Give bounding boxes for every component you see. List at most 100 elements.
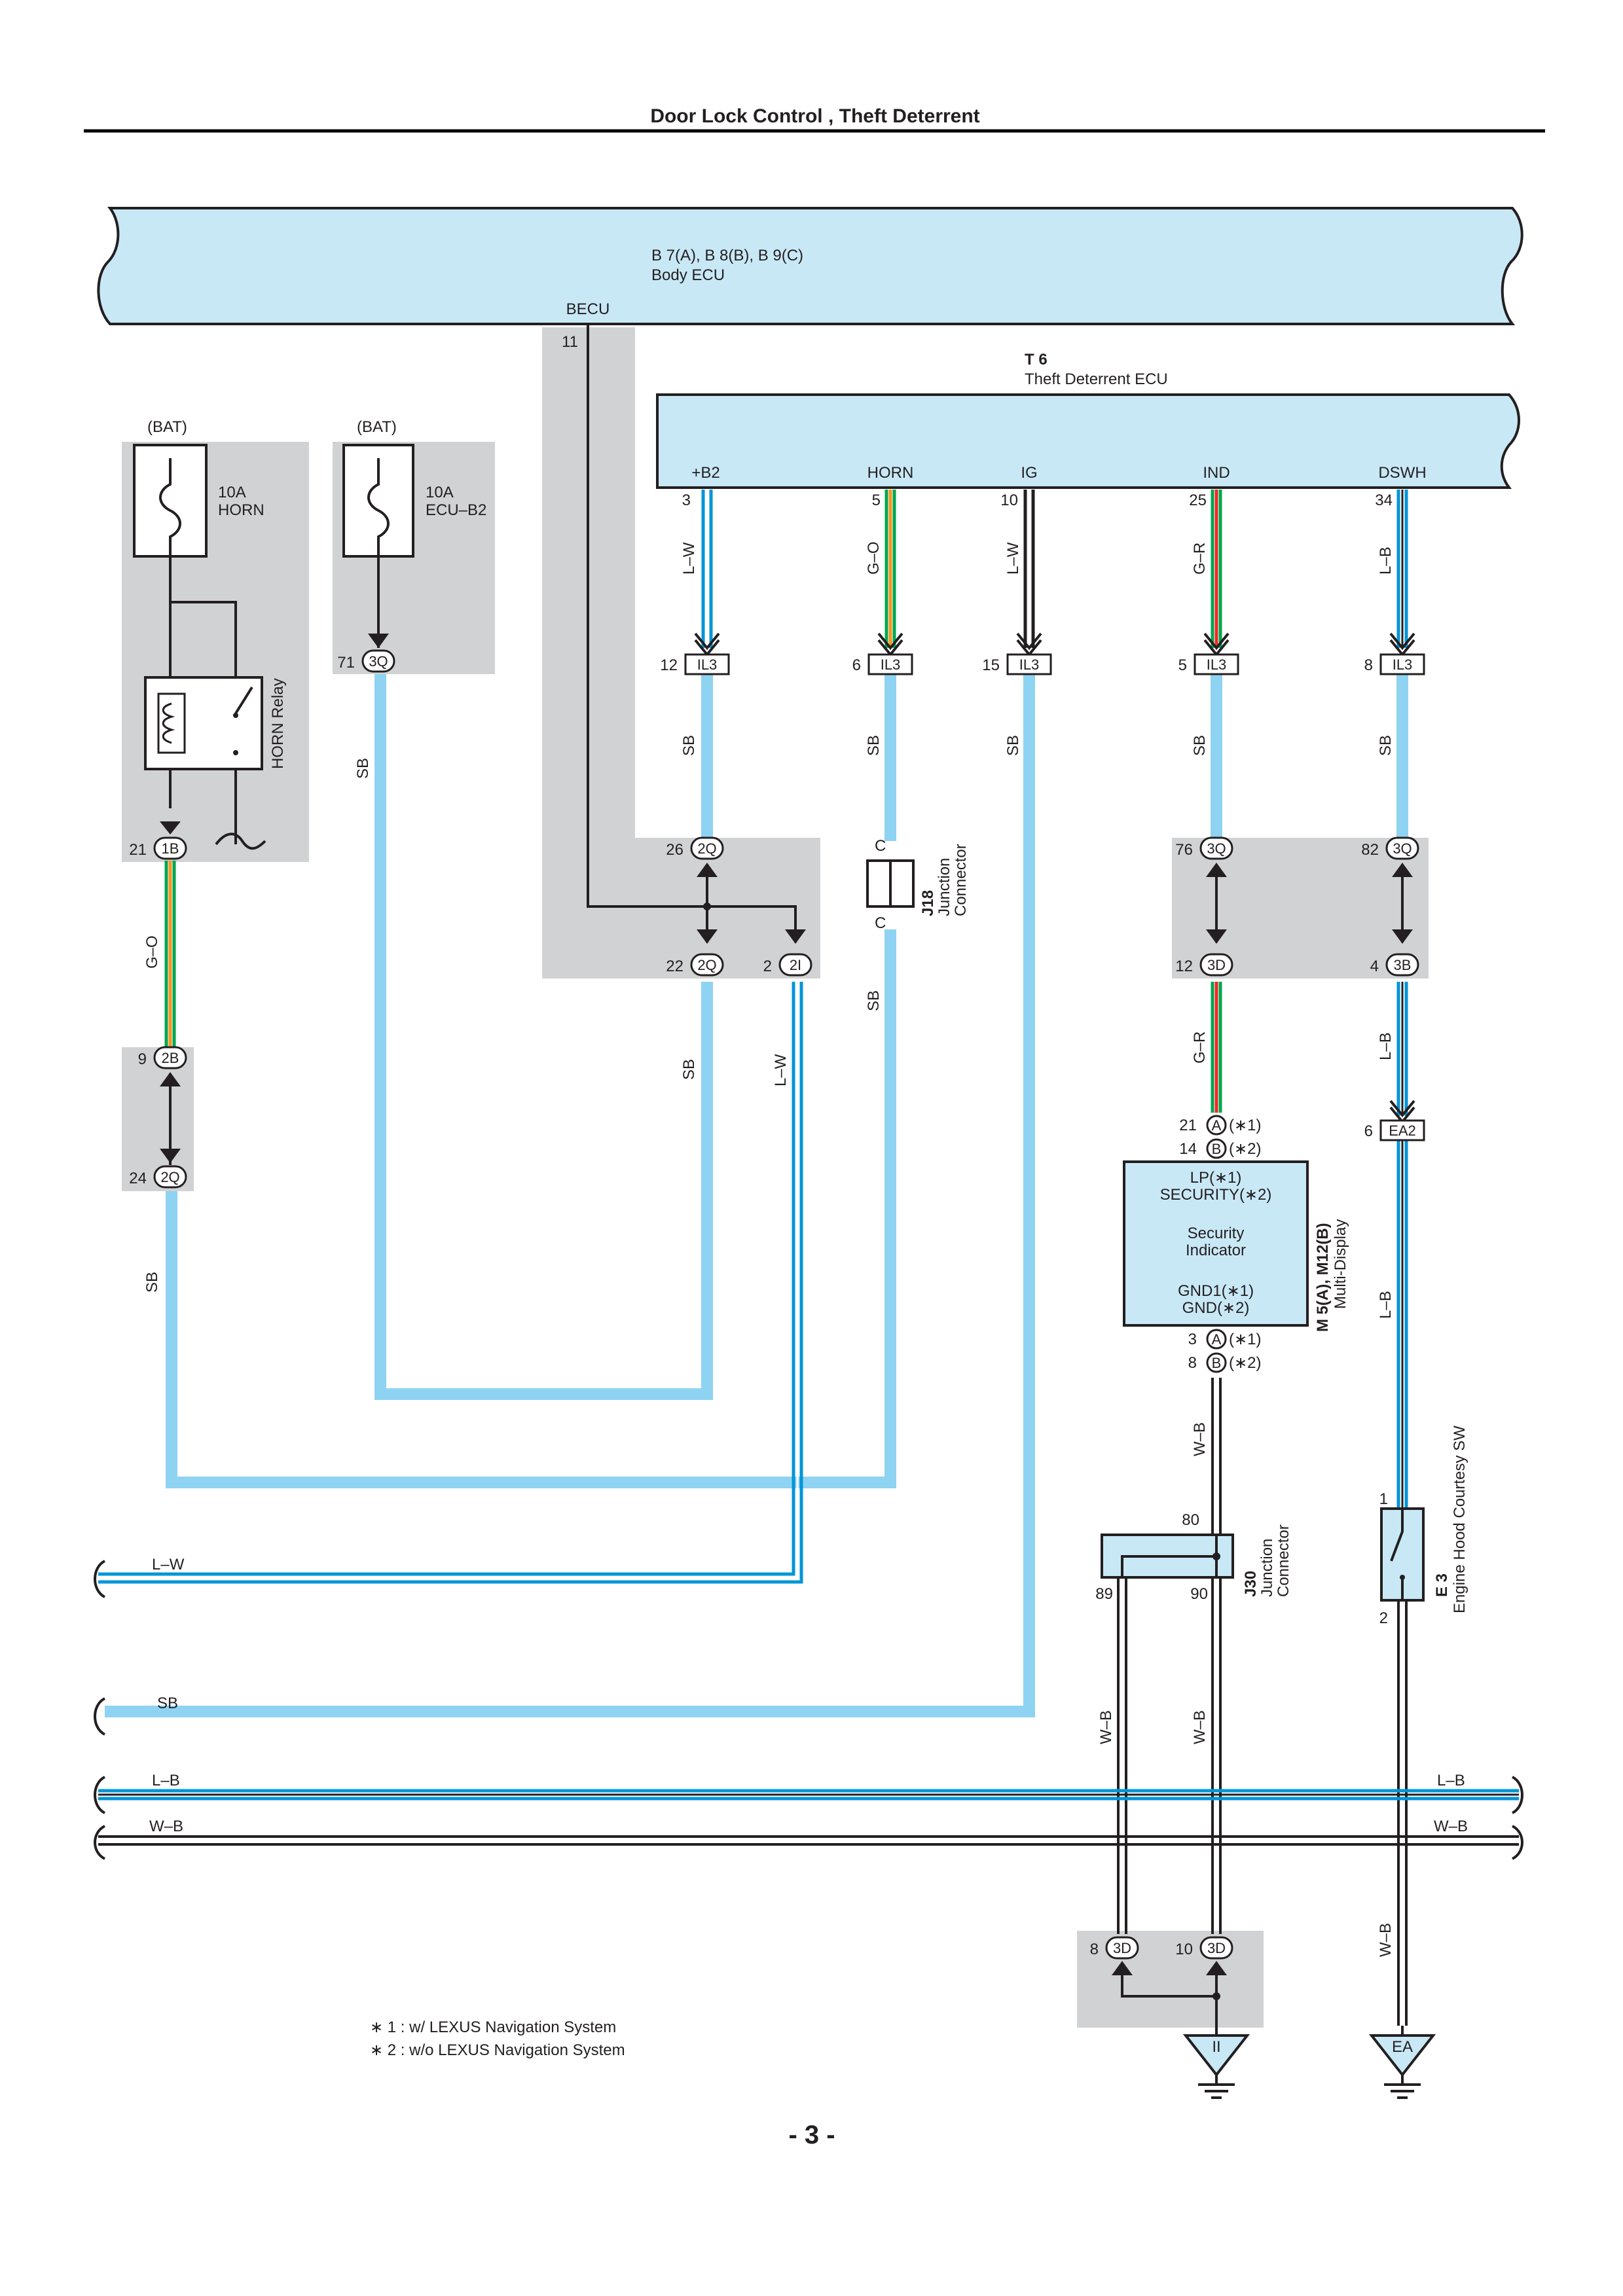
terminal-ig-label: IG (1021, 464, 1037, 482)
svg-text:SB: SB (1004, 735, 1022, 756)
svg-text:2B: 2B (162, 1050, 179, 1066)
bat-label-2: (BAT) (357, 418, 397, 436)
fuse-horn-rating: 10A (218, 484, 246, 501)
svg-text:L–W: L–W (1004, 542, 1022, 575)
svg-text:90: 90 (1190, 1585, 1208, 1603)
svg-text:8: 8 (1188, 1354, 1197, 1372)
svg-text:G–R: G–R (1191, 1031, 1209, 1064)
svg-text:SB: SB (1191, 735, 1209, 756)
body-ecu-name: Body ECU (651, 266, 725, 284)
svg-text:Junction: Junction (936, 858, 953, 916)
svg-text:3B: 3B (1394, 957, 1412, 973)
wires (98, 324, 1519, 2036)
horn-relay: HORN Relay (144, 676, 287, 850)
fuse-ecu-b2-rating: 10A (426, 484, 454, 501)
wire-lb-dswh (1396, 490, 1408, 648)
j18-junction-connector: C C J18 Junction Connector (866, 837, 970, 932)
svg-text:L–B: L–B (152, 1772, 180, 1789)
svg-text:L–W: L–W (680, 542, 698, 575)
svg-text:SB: SB (865, 990, 883, 1011)
svg-text:5: 5 (1178, 656, 1187, 674)
conn-6-ea2: EA2 6 (1364, 1100, 1425, 1141)
svg-text:L–B: L–B (1377, 1291, 1395, 1319)
svg-text:SB: SB (865, 735, 883, 756)
svg-text:15: 15 (982, 656, 1000, 674)
svg-text:SB: SB (680, 1059, 698, 1080)
wire-go-horn (884, 490, 896, 648)
svg-text:10: 10 (1000, 492, 1018, 509)
fuse-horn-name: HORN (218, 501, 264, 519)
pill-connectors: 3Q 71 1B 21 2B 9 2Q 24 2Q 26 (129, 634, 1425, 2000)
note-2: ∗ 2 : w/o LEXUS Navigation System (370, 2041, 625, 2059)
svg-text:L–B: L–B (1437, 1772, 1465, 1789)
svg-text:21: 21 (129, 841, 147, 859)
svg-text:10: 10 (1175, 1941, 1193, 1958)
svg-text:2Q: 2Q (697, 840, 716, 857)
svg-text:1: 1 (1379, 1490, 1388, 1508)
fuse-ecu-b2: (BAT) 10A ECU–B2 (342, 418, 486, 558)
wire-labels: L–W G–O L–W G–R L–B SB SB SB SB SB SB G–… (143, 541, 1468, 1957)
il3-horn: IL3 6 5 (852, 492, 913, 675)
conn-21-1b: 1B 21 (129, 821, 187, 860)
svg-text:L–W: L–W (772, 1054, 790, 1086)
svg-text:SECURITY(∗2): SECURITY(∗2) (1160, 1186, 1272, 1204)
engine-hood-switch: 1 2 E 3 Engine Hood Courtesy SW (1379, 1426, 1468, 1627)
terminal-b2-label: +B2 (691, 464, 720, 482)
note-1: ∗ 1 : w/ LEXUS Navigation System (370, 2018, 616, 2036)
svg-text:SB: SB (680, 735, 698, 756)
svg-text:3D: 3D (1207, 1940, 1226, 1956)
il3-dswh: IL3 8 34 (1364, 492, 1425, 675)
svg-text:2: 2 (763, 958, 772, 975)
conn-2-2i: 2I 2 (763, 929, 812, 977)
bus-wb (98, 1835, 1519, 1846)
svg-text:4: 4 (1370, 958, 1379, 975)
svg-text:3: 3 (1188, 1331, 1197, 1348)
wire-lb-hood (1396, 982, 1408, 1509)
svg-text:26: 26 (666, 841, 684, 859)
horn-relay-label: HORN Relay (269, 678, 287, 769)
multi-display: 21 A (∗1) 14 B (∗2) LP(∗1) SECURITY(∗2) … (1123, 1115, 1349, 1373)
terminal-horn-label: HORN (867, 464, 914, 482)
svg-text:M 5(A), M12(B): M 5(A), M12(B) (1314, 1223, 1332, 1332)
svg-text:W–B: W–B (1191, 1710, 1209, 1744)
svg-text:Multi-Display: Multi-Display (1332, 1219, 1349, 1309)
body-ecu-code: B 7(A), B 8(B), B 9(C) (651, 247, 803, 264)
svg-text:E 3: E 3 (1433, 1573, 1451, 1597)
conn-22-2q: 2Q 22 (666, 953, 724, 977)
svg-text:71: 71 (337, 654, 355, 672)
theft-ecu-name: Theft Deterrent ECU (1025, 370, 1168, 388)
svg-text:24: 24 (129, 1170, 147, 1187)
svg-text:EA: EA (1392, 2038, 1413, 2056)
svg-text:G–O: G–O (143, 935, 161, 969)
conn-71-3q: 3Q 71 (337, 634, 395, 673)
svg-text:A: A (1212, 1117, 1222, 1134)
svg-text:6: 6 (852, 656, 861, 674)
conn-4-3b: 3B 4 (1370, 953, 1419, 977)
svg-text:B: B (1212, 1355, 1222, 1371)
svg-text:3: 3 (682, 492, 691, 509)
svg-text:9: 9 (138, 1050, 147, 1068)
svg-text:Connector: Connector (1275, 1524, 1292, 1597)
svg-text:II: II (1212, 2038, 1220, 2056)
svg-text:J30: J30 (1242, 1571, 1260, 1597)
svg-text:3D: 3D (1207, 957, 1226, 973)
svg-text:L–W: L–W (152, 1556, 185, 1573)
svg-text:3Q: 3Q (369, 653, 388, 670)
svg-text:8: 8 (1090, 1941, 1099, 1958)
svg-text:GND1(∗1): GND1(∗1) (1178, 1282, 1254, 1300)
wire-lw-b2 (701, 490, 713, 648)
ground-ii: II (1182, 2034, 1250, 2099)
svg-text:SB: SB (354, 758, 372, 779)
svg-text:12: 12 (1175, 958, 1193, 975)
svg-text:8: 8 (1364, 656, 1373, 674)
il3-ind: IL3 5 25 (1178, 492, 1239, 675)
svg-text:Security: Security (1188, 1225, 1245, 1242)
fuse-ecu-b2-name: ECU–B2 (426, 501, 486, 519)
svg-text:W–B: W–B (1434, 1818, 1468, 1835)
conn-82-3q: 3Q 82 (1361, 836, 1419, 944)
svg-text:2Q: 2Q (160, 1169, 179, 1185)
svg-text:SB: SB (157, 1695, 178, 1712)
svg-text:Junction: Junction (1258, 1539, 1276, 1597)
wire-ends (94, 1560, 1523, 1860)
